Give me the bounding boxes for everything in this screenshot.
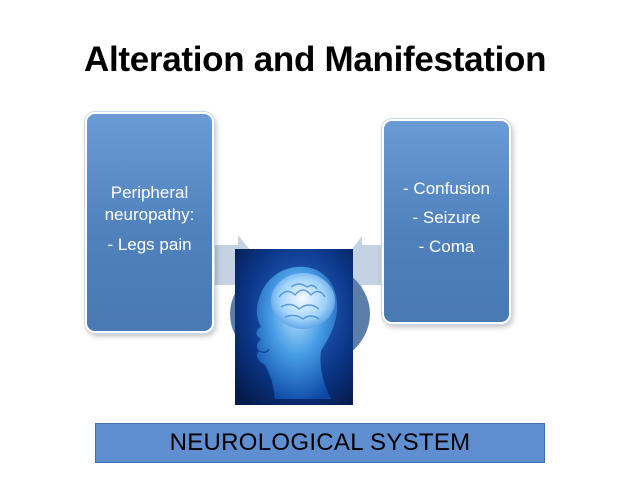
right-arrow <box>340 236 382 294</box>
left-box-item: - Legs pain <box>107 235 192 254</box>
right-box-item-seizure: - Seizure <box>412 208 481 227</box>
slide-title: Alteration and Manifestation <box>84 40 547 79</box>
left-box-heading-line2: neuropathy: <box>104 205 195 224</box>
neurological-system-label: NEUROLOGICAL SYSTEM <box>95 423 545 463</box>
brain-head-icon <box>235 249 353 405</box>
right-box-item-confusion: - Confusion <box>403 179 490 198</box>
right-box-item-coma: - Coma <box>418 237 475 256</box>
left-box-heading-line1: Peripheral <box>110 183 189 202</box>
peripheral-neuropathy-box: Peripheral neuropathy: - Legs pain <box>85 112 214 333</box>
cns-symptoms-box: - Confusion - Seizure - Coma <box>382 119 511 324</box>
brain-head-image <box>235 249 353 405</box>
